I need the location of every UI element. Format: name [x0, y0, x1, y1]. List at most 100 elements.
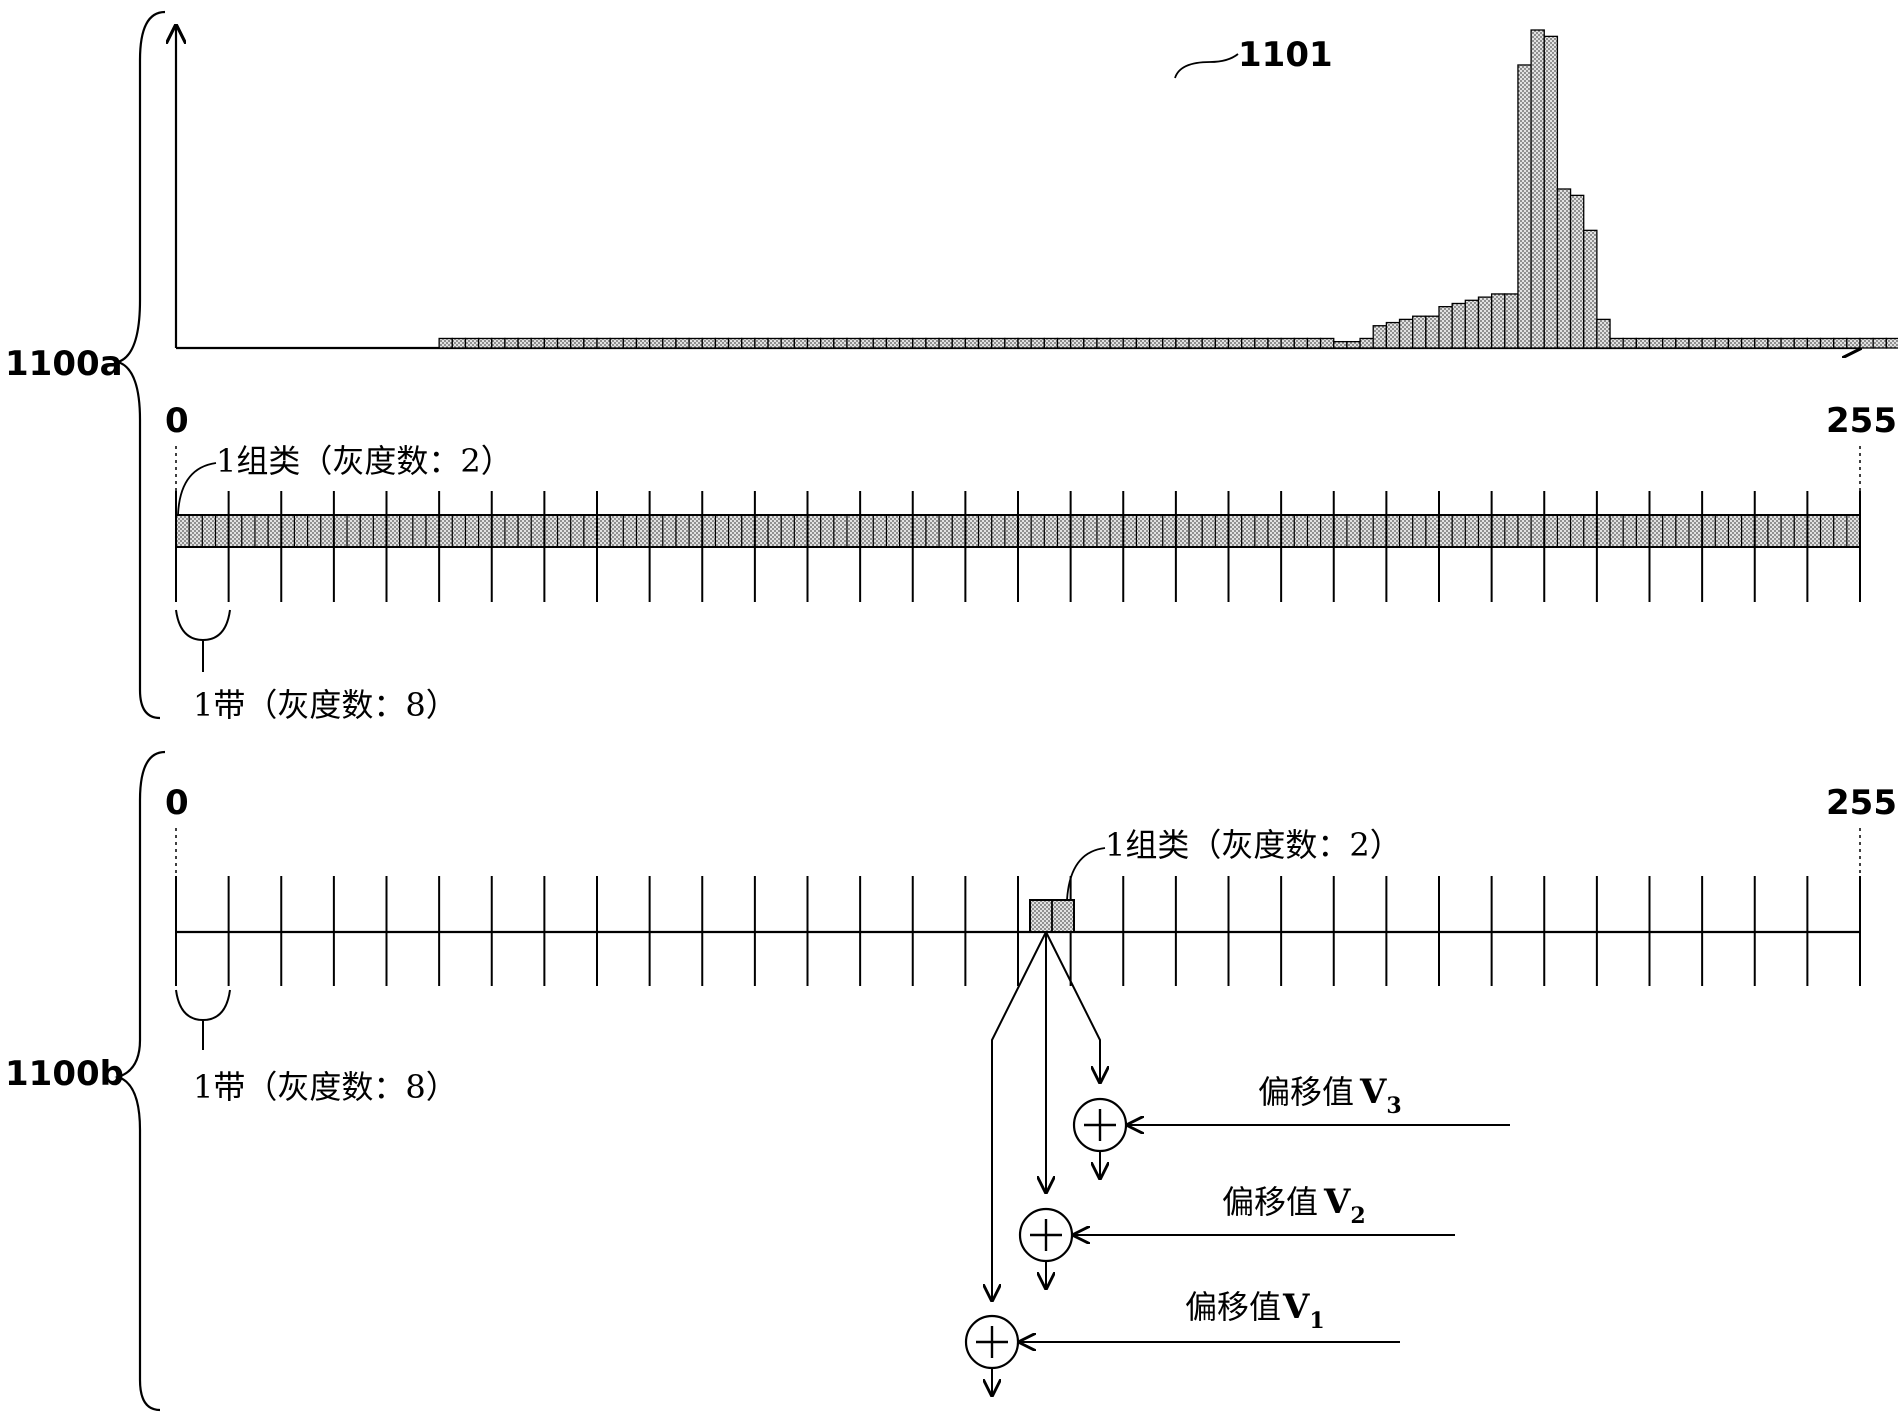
histogram-bar — [1135, 337, 1151, 349]
histogram-bar — [1556, 188, 1572, 349]
histogram-bar — [1333, 340, 1348, 349]
histogram-bar — [1517, 64, 1532, 349]
histogram-bar — [1122, 337, 1138, 349]
histogram-bar — [662, 337, 677, 349]
adder-v1: 偏移值V1 — [964, 1287, 1400, 1395]
label-1100b: 1100b — [5, 1054, 124, 1094]
split-line-v3 — [1045, 931, 1100, 1082]
histogram-bar — [1780, 337, 1795, 349]
histogram-bar — [622, 337, 638, 349]
histogram-bar — [714, 337, 730, 349]
histogram-bar — [806, 337, 822, 349]
histogram-bar — [1806, 337, 1822, 349]
histogram-bar — [1162, 337, 1177, 349]
top-band-ticks — [175, 491, 1861, 602]
offset-v1-label: 偏移值V1 — [1185, 1287, 1325, 1334]
histogram-bar — [1043, 337, 1059, 349]
histogram-bar — [938, 337, 953, 349]
bottom-band-ticks — [175, 876, 1861, 986]
histogram-bar — [767, 337, 782, 349]
bottom-band-label: 1带（灰度数：8） — [193, 1068, 458, 1106]
brace-1100b — [114, 750, 166, 1412]
split-line-v1 — [992, 931, 1047, 1300]
histogram-bar — [1635, 337, 1651, 349]
bottom-end-label: 255 — [1826, 783, 1897, 823]
histogram-bar — [1767, 337, 1782, 349]
histogram-bar — [1148, 337, 1164, 349]
histogram-bar — [1622, 337, 1637, 349]
histogram-bar — [991, 337, 1006, 349]
histogram-bar — [1543, 35, 1559, 349]
top-end-label: 255 — [1826, 401, 1897, 441]
histogram-bar — [1833, 337, 1848, 349]
histogram-bar — [1754, 337, 1769, 349]
histogram-bar — [1214, 337, 1230, 349]
histogram-bar — [477, 337, 493, 349]
histogram-bar — [648, 337, 664, 349]
histogram-bar — [1398, 318, 1414, 349]
histogram-bar — [1464, 299, 1480, 349]
histogram-bar — [1451, 302, 1466, 349]
bottom-class-label: 1组类（灰度数：2） — [1105, 826, 1402, 864]
histogram-bar — [912, 337, 927, 349]
histogram-bars — [438, 29, 1898, 349]
histogram-bar — [1319, 337, 1335, 349]
histogram-bar — [872, 337, 888, 349]
histogram-bar — [846, 337, 861, 349]
histogram-bar — [1385, 321, 1401, 349]
label-1101: 1101 — [1238, 35, 1333, 75]
histogram-bar — [1188, 337, 1203, 349]
histogram-bar — [1069, 337, 1085, 349]
histogram-bar — [517, 337, 532, 349]
histogram-bar — [977, 337, 993, 349]
histogram-bar — [1596, 318, 1611, 349]
histogram-bar — [1688, 337, 1703, 349]
bottom-band-bracket — [175, 989, 231, 1050]
histogram-bar — [741, 337, 756, 349]
label-1100a: 1100a — [5, 344, 123, 384]
histogram-bar — [727, 337, 743, 349]
histogram-bar — [1846, 337, 1861, 349]
histogram-bar — [1109, 337, 1124, 349]
histogram-bar — [543, 337, 559, 349]
top-class-leader — [177, 462, 217, 516]
top-band-bracket — [175, 609, 231, 672]
histogram-bar — [1872, 337, 1887, 349]
histogram-bar — [1530, 29, 1545, 349]
histogram-bar — [675, 337, 690, 349]
top-start-label: 0 — [165, 401, 189, 441]
histogram-bar — [1425, 315, 1440, 349]
histogram-bar — [1267, 337, 1282, 349]
histogram-bar — [1609, 337, 1624, 349]
histogram-bar — [820, 337, 835, 349]
histogram-bar — [464, 337, 480, 349]
histogram-bar — [570, 337, 585, 349]
histogram-bar — [1083, 337, 1098, 349]
histogram-bar — [491, 337, 506, 349]
histogram-bar — [1201, 337, 1216, 349]
histogram-bar — [556, 337, 572, 349]
histogram-bar — [1306, 337, 1322, 349]
histogram-bar — [1280, 337, 1295, 349]
histogram-bar — [1412, 315, 1427, 349]
histogram-bar — [1490, 293, 1506, 349]
histogram-bar — [1056, 337, 1072, 349]
histogram-bar — [609, 337, 624, 349]
histogram-bar — [1648, 337, 1664, 349]
brace-1100a — [114, 10, 166, 720]
histogram-bar — [754, 337, 769, 349]
histogram-bar — [688, 337, 703, 349]
histogram-bar — [635, 337, 651, 349]
histogram-bar — [1714, 337, 1730, 349]
histogram-bar — [1727, 337, 1743, 349]
histogram-bar — [1885, 337, 1898, 349]
histogram-bar — [1793, 337, 1809, 349]
histogram-bar — [1017, 337, 1032, 349]
histogram-bar — [1096, 337, 1111, 349]
histogram-bar — [1504, 293, 1519, 349]
leader-1101 — [1174, 53, 1239, 79]
